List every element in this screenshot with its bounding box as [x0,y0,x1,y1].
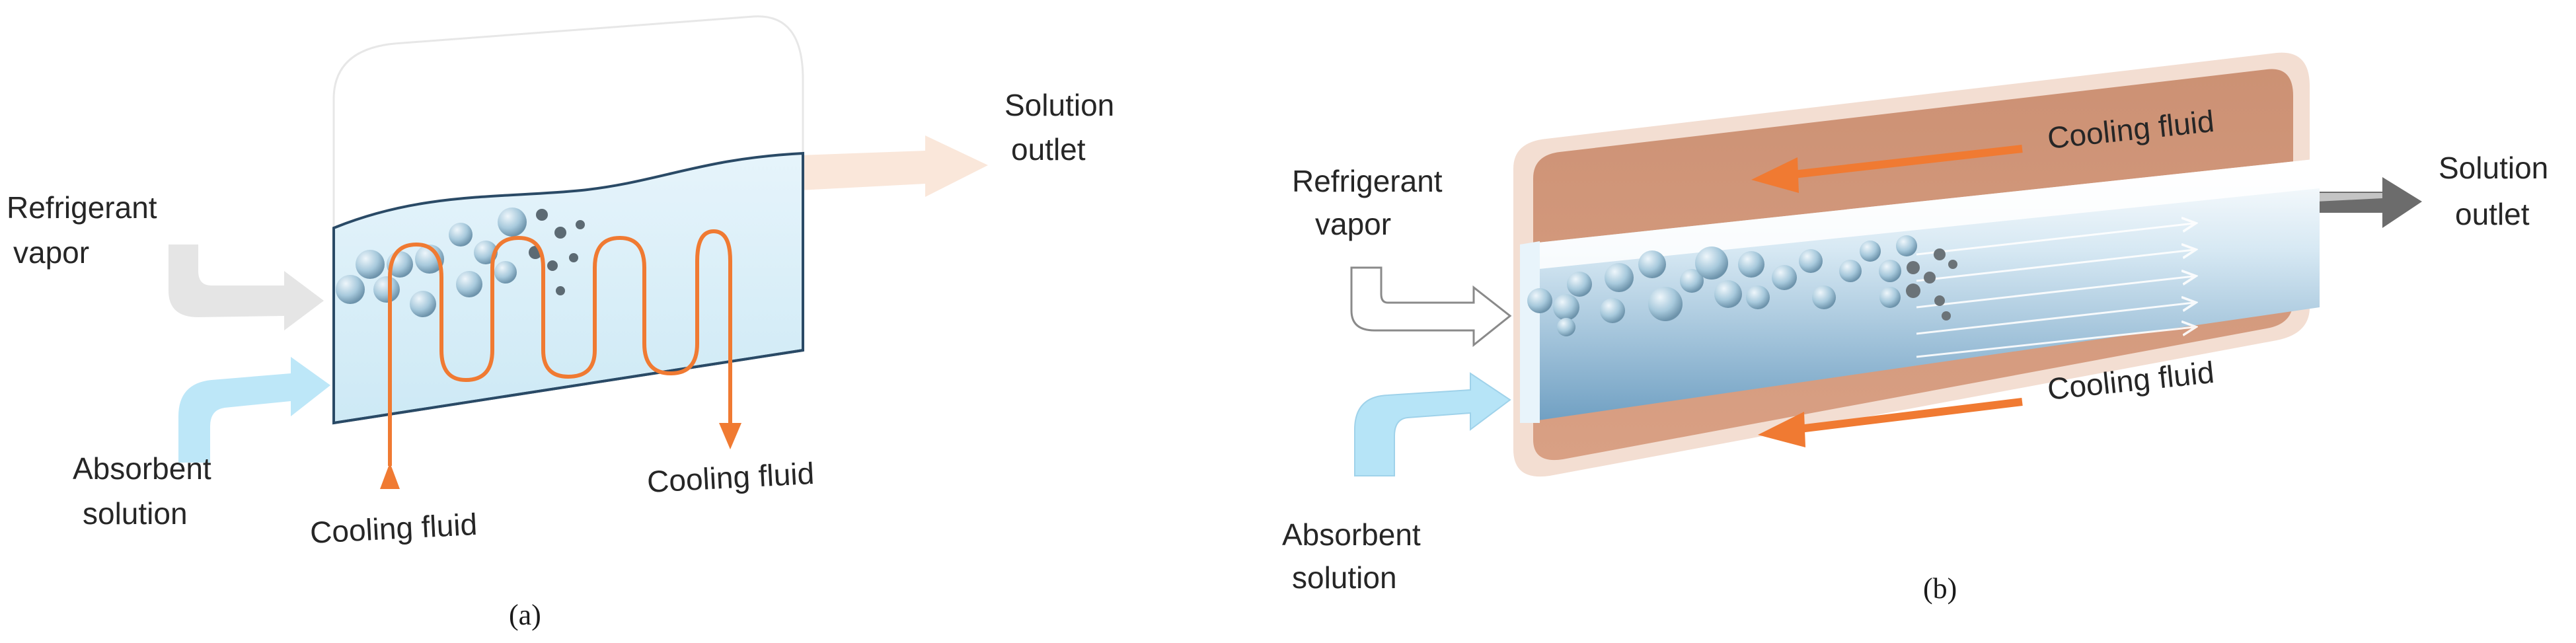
label-refrigerant-vapor-a-1: Refrigerant [7,190,157,225]
panel-b: Cooling fluid Cooling fluid Refrigerant … [1282,52,2548,605]
label-absorbent-solution-a-2: solution [83,496,188,531]
liquid-a [332,151,804,425]
label-absorbent-solution-a-1: Absorbent [73,451,211,486]
label-solution-outlet-a-2: outlet [1011,132,1086,167]
caption-a: (a) [509,599,541,631]
absorbent-solution-arrow-a [178,357,330,463]
label-cooling-fluid-in-a: Cooling fluid [309,507,478,550]
label-cooling-fluid-out-a: Cooling fluid [646,456,815,499]
label-refrigerant-vapor-b-1: Refrigerant [1292,164,1443,198]
absorbent-solution-arrow-b [1354,372,1511,476]
bubbles-b [1527,235,1957,336]
coolant-outlet-arrowhead-a [719,423,741,449]
flow-arrows-b [1916,223,2194,358]
solution-outlet-arrow-a [800,135,988,197]
cooling-fluid-arrow-bottom-b [1794,398,2023,434]
refrigerant-vapor-arrow-a [169,245,324,330]
label-solution-outlet-b-1: Solution [2439,151,2548,185]
caption-b: (b) [1923,572,1957,605]
label-absorbent-solution-b-1: Absorbent [1282,517,1421,552]
label-absorbent-solution-b-2: solution [1292,560,1397,595]
label-solution-outlet-a-1: Solution [1004,88,1114,122]
label-refrigerant-vapor-b-2: vapor [1315,207,1391,241]
cooling-coil-a [388,229,732,466]
cooling-fluid-arrow-top-b [1787,145,2023,179]
label-refrigerant-vapor-a-2: vapor [13,235,89,270]
solution-outlet-arrow-b [2316,177,2422,228]
coolant-inlet-arrowhead-a [380,463,400,489]
cooling-fluid-arrowhead-bottom-b [1758,412,1805,447]
cooling-fluid-arrowhead-top-b [1751,157,1799,193]
refrigerant-vapor-arrow-b [1350,266,1512,348]
bubbles-a [336,208,585,317]
panel-a: Refrigerant vapor Absorbent solution Sol… [7,15,1114,631]
label-solution-outlet-b-2: outlet [2455,197,2530,231]
tank-bottom-edge-a [333,349,804,424]
